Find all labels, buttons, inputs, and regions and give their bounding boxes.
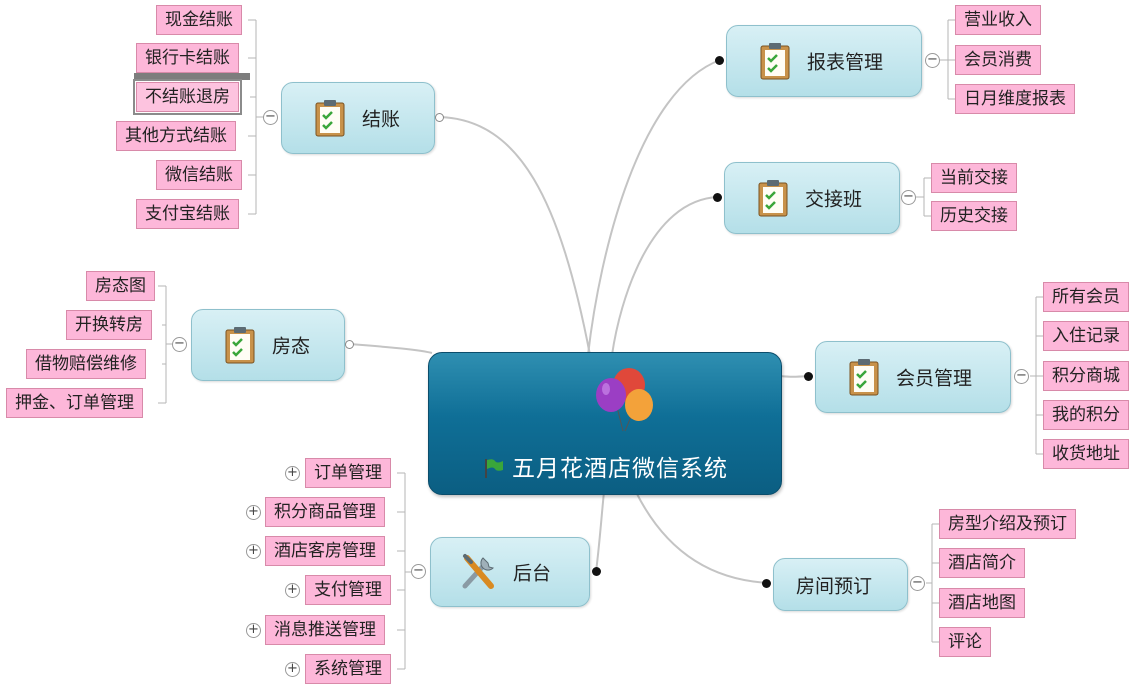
leaf-backend-0[interactable]: 订单管理 <box>305 458 391 488</box>
collapse-toggle-reports[interactable]: − <box>925 53 940 68</box>
connector-ring <box>435 113 444 122</box>
leaf-room-status-0[interactable]: 房态图 <box>86 271 155 301</box>
leaf-checkout-0[interactable]: 现金结账 <box>156 5 242 35</box>
leaf-backend-1[interactable]: 积分商品管理 <box>265 497 385 527</box>
leaf-booking-0[interactable]: 房型介绍及预订 <box>939 509 1076 539</box>
topic-room-status-label: 房态 <box>272 335 311 358</box>
connector-dot <box>592 567 601 576</box>
leaf-reports-1[interactable]: 会员消费 <box>955 45 1041 75</box>
expand-toggle-system[interactable]: + <box>285 662 300 677</box>
green-flag-icon <box>485 459 503 478</box>
central-title: 五月花酒店微信系统 <box>512 456 728 482</box>
leaf-booking-1[interactable]: 酒店简介 <box>939 548 1025 578</box>
leaf-checkout-5[interactable]: 支付宝结账 <box>136 199 239 229</box>
leaf-checkout-2[interactable]: 不结账退房 <box>133 79 242 115</box>
central-title-row: 五月花酒店微信系统 <box>429 449 781 483</box>
collapse-toggle-booking[interactable]: − <box>910 576 925 591</box>
connector-ring <box>345 340 354 349</box>
leaf-reports-0[interactable]: 营业收入 <box>955 5 1041 35</box>
clipboard-check-icon <box>225 327 255 364</box>
leaf-room-status-2[interactable]: 借物赔偿维修 <box>26 349 146 379</box>
topic-shift-label: 交接班 <box>805 188 863 211</box>
topic-checkout[interactable]: 结账 <box>281 82 435 154</box>
expand-toggle-rooms[interactable]: + <box>246 544 261 559</box>
topic-backend[interactable]: 后台 <box>430 537 590 607</box>
topic-booking-label: 房间预订 <box>796 575 873 597</box>
collapse-toggle-checkout[interactable]: − <box>263 110 278 125</box>
topic-members[interactable]: 会员管理 <box>815 341 1011 413</box>
connector-dot <box>713 193 722 202</box>
expand-toggle-order[interactable]: + <box>285 466 300 481</box>
leaf-checkout-1[interactable]: 银行卡结账 <box>136 43 239 73</box>
connector-dot <box>804 372 813 381</box>
leaf-backend-3[interactable]: 支付管理 <box>305 575 391 605</box>
leaf-backend-4[interactable]: 消息推送管理 <box>265 615 385 645</box>
connector-dot <box>762 579 771 588</box>
topic-checkout-label: 结账 <box>362 108 401 131</box>
connector-dot <box>715 56 724 65</box>
clipboard-check-icon <box>758 180 788 217</box>
expand-toggle-points-goods[interactable]: + <box>246 505 261 520</box>
leaf-members-1[interactable]: 入住记录 <box>1043 321 1129 351</box>
collapse-toggle-shift[interactable]: − <box>901 190 916 205</box>
collapse-toggle-room-status[interactable]: − <box>172 337 187 352</box>
collapse-toggle-backend[interactable]: − <box>411 564 426 579</box>
expand-toggle-messages[interactable]: + <box>246 623 261 638</box>
balloons-icon <box>596 368 653 432</box>
leaf-reports-2[interactable]: 日月维度报表 <box>955 84 1075 114</box>
leaf-members-0[interactable]: 所有会员 <box>1043 282 1129 312</box>
expand-toggle-payment[interactable]: + <box>285 583 300 598</box>
tools-icon <box>462 554 494 589</box>
leaf-checkout-3[interactable]: 其他方式结账 <box>116 121 236 151</box>
leaf-members-2[interactable]: 积分商城 <box>1043 361 1129 391</box>
leaf-shift-0[interactable]: 当前交接 <box>931 163 1017 193</box>
topic-reports[interactable]: 报表管理 <box>726 25 922 97</box>
collapse-toggle-members[interactable]: − <box>1014 369 1029 384</box>
topic-room-status[interactable]: 房态 <box>191 309 345 381</box>
selection-handle-bar[interactable] <box>134 73 250 80</box>
topic-shift[interactable]: 交接班 <box>724 162 900 234</box>
topic-reports-label: 报表管理 <box>807 51 884 74</box>
leaf-room-status-3[interactable]: 押金、订单管理 <box>6 388 143 418</box>
leaf-members-4[interactable]: 收货地址 <box>1043 439 1129 469</box>
topic-members-label: 会员管理 <box>896 367 973 390</box>
topic-backend-label: 后台 <box>513 562 552 585</box>
leaf-backend-2[interactable]: 酒店客房管理 <box>265 536 385 566</box>
clipboard-check-icon <box>849 359 879 396</box>
leaf-members-3[interactable]: 我的积分 <box>1043 400 1129 430</box>
leaf-backend-5[interactable]: 系统管理 <box>305 654 391 684</box>
leaf-checkout-4[interactable]: 微信结账 <box>156 160 242 190</box>
leaf-booking-2[interactable]: 酒店地图 <box>939 588 1025 618</box>
clipboard-check-icon <box>760 43 790 80</box>
clipboard-check-icon <box>315 100 345 137</box>
leaf-booking-3[interactable]: 评论 <box>939 627 991 657</box>
leaf-room-status-1[interactable]: 开换转房 <box>66 310 152 340</box>
leaf-shift-1[interactable]: 历史交接 <box>931 201 1017 231</box>
central-topic[interactable]: 五月花酒店微信系统 <box>428 352 782 495</box>
topic-booking[interactable]: 房间预订 <box>773 558 908 611</box>
